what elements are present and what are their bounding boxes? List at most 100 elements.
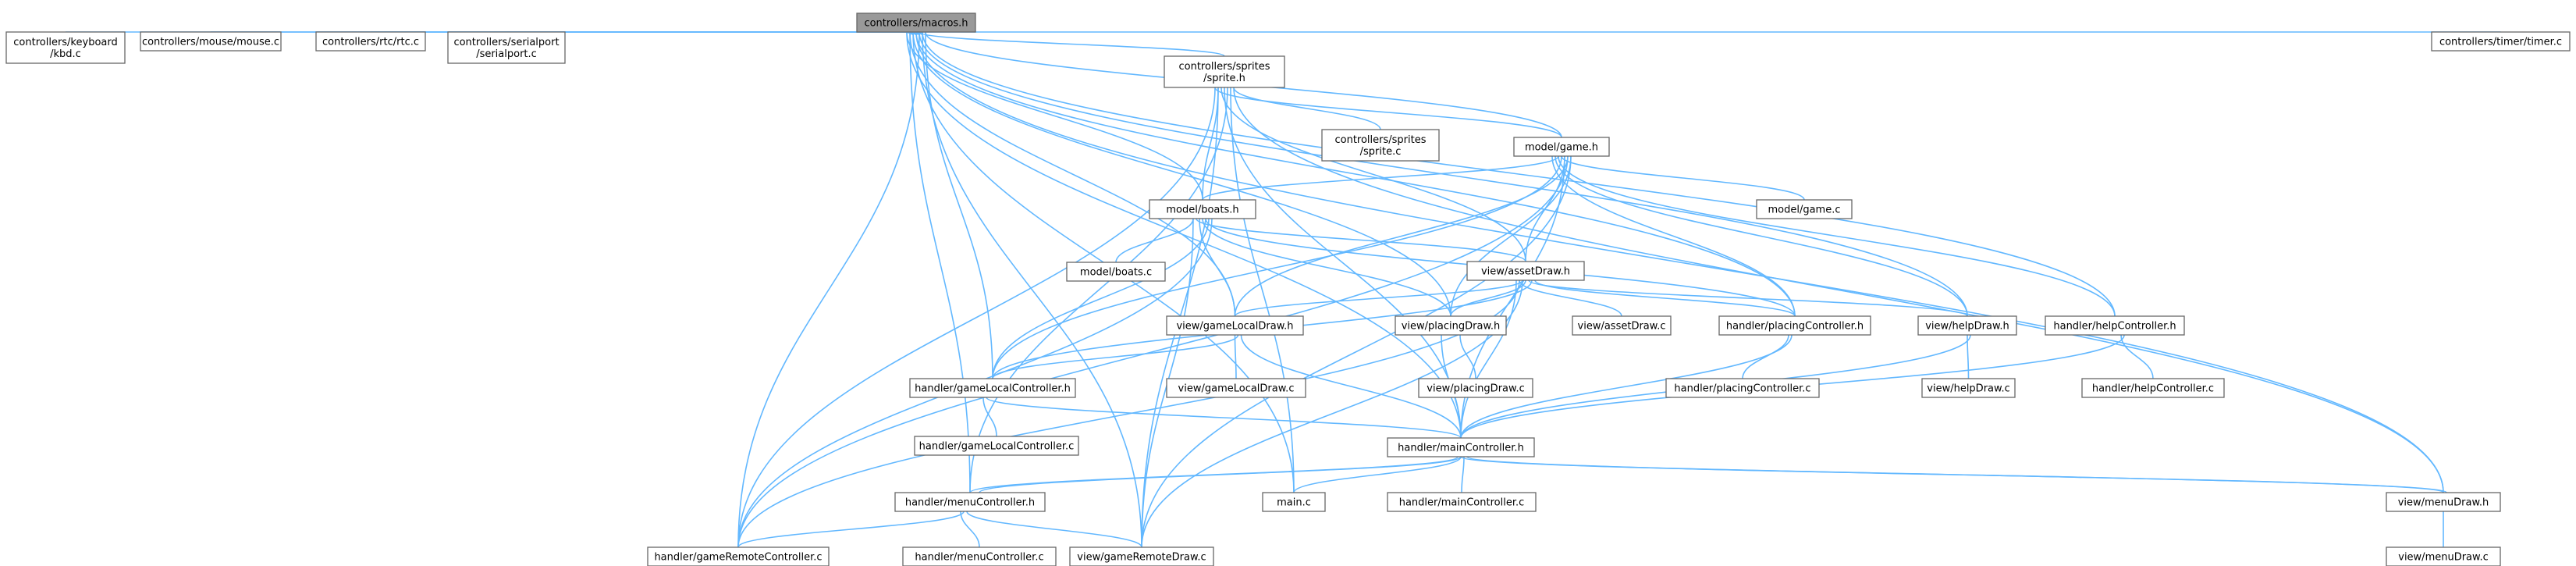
edge-placingDraw-h-to-placingDraw-c (1460, 335, 1476, 379)
file-node-main-c[interactable]: main.c (1262, 492, 1326, 512)
file-node-helpController-h[interactable]: handler/helpController.h (2045, 315, 2185, 336)
node-label: handler/gameLocalController.h (915, 383, 1071, 395)
node-box (1572, 315, 1672, 336)
node-label: handler/menuController.h (905, 497, 1035, 509)
file-node-boats-h[interactable]: model/boats.h (1149, 199, 1256, 219)
file-node-helpDraw-h[interactable]: view/helpDraw.h (1917, 315, 2017, 336)
node-box (1166, 315, 1304, 336)
edge-assetDraw-h-to-gameLocalDraw-h (1234, 280, 1523, 317)
file-node-helpController-c[interactable]: handler/helpController.c (2081, 378, 2225, 398)
file-node-sprite-h[interactable]: controllers/sprites/sprite.h (1164, 55, 1285, 88)
file-node-boats-c[interactable]: model/boats.c (1066, 262, 1166, 282)
file-node-gameLocalController-h[interactable]: handler/gameLocalController.h (909, 378, 1076, 398)
node-box (856, 12, 976, 33)
node-label: handler/gameRemoteController.c (654, 552, 822, 564)
file-node-gameLocalDraw-h[interactable]: view/gameLocalDraw.h (1166, 315, 1304, 336)
node-box (1262, 492, 1326, 512)
edge-sprite-h-to-menuController-h (969, 87, 1228, 493)
edge-placingController-h-to-placingController-c (1742, 335, 1789, 379)
node-label: /sprite.c (1360, 146, 1402, 158)
node-box (5, 31, 126, 64)
edge-mainController-h-to-mainController-c (1462, 457, 1464, 493)
node-box (2045, 315, 2185, 336)
node-box (2386, 546, 2501, 566)
file-node-mouse[interactable]: controllers/mouse/mouse.c (140, 31, 282, 52)
edge-game-h-to-placingDraw-h (1450, 156, 1571, 317)
edge-boats-h-to-assetDraw-h (1196, 219, 1526, 262)
node-box (1321, 129, 1440, 162)
file-node-gameLocalDraw-c[interactable]: view/gameLocalDraw.c (1166, 378, 1306, 398)
file-node-mainController-c[interactable]: handler/mainController.c (1387, 492, 1537, 512)
node-label: controllers/mouse/mouse.c (142, 37, 279, 48)
edge-game-h-to-gameRemoteDraw-c (1141, 156, 1571, 548)
node-label: model/boats.c (1080, 267, 1152, 279)
node-label: view/helpDraw.h (1925, 321, 2009, 333)
file-node-menuDraw-c[interactable]: view/menuDraw.c (2386, 546, 2501, 566)
node-label: handler/mainController.c (1399, 497, 1525, 509)
node-label: main.c (1277, 497, 1311, 509)
node-box (1513, 137, 1610, 157)
file-node-helpDraw-c[interactable]: view/helpDraw.c (1921, 378, 2016, 398)
edge-sprite-h-to-sprite-c (1234, 87, 1381, 130)
edge-sprite-h-to-game-h (1215, 87, 1562, 138)
file-node-game-c[interactable]: model/game.c (1756, 199, 1853, 219)
node-box (2386, 492, 2501, 512)
node-label: view/gameLocalDraw.c (1178, 383, 1295, 395)
file-node-gameLocalController-c[interactable]: handler/gameLocalController.c (914, 436, 1079, 456)
file-node-menuDraw-h[interactable]: view/menuDraw.h (2386, 492, 2501, 512)
edge-sprite-h-to-main-c (1231, 87, 1295, 493)
file-node-timer[interactable]: controllers/timer/timer.c (2431, 31, 2571, 52)
edge-game-h-to-placingController-h (1552, 156, 1796, 317)
edge-menuController-h-to-mainController-h (979, 456, 1462, 493)
node-label: handler/helpController.h (2053, 321, 2176, 333)
node-label: controllers/timer/timer.c (2439, 37, 2562, 48)
file-node-placingController-h[interactable]: handler/placingController.h (1718, 315, 1871, 336)
node-label: /kbd.c (50, 48, 81, 60)
file-node-placingDraw-h[interactable]: view/placingDraw.h (1395, 315, 1507, 336)
node-box (1069, 546, 1214, 566)
edge-boats-h-to-boats-c (1115, 219, 1193, 263)
file-node-assetDraw-c[interactable]: view/assetDraw.c (1572, 315, 1672, 336)
file-node-kbd[interactable]: controllers/keyboard/kbd.c (5, 31, 126, 64)
edge-game-h-to-game-c (1562, 156, 1805, 201)
node-label: handler/helpController.c (2092, 383, 2214, 395)
edge-gameLocalDraw-h-to-gameLocalController-h (992, 335, 1238, 379)
node-label: model/game.h (1525, 142, 1598, 154)
file-node-menuController-h[interactable]: handler/menuController.h (894, 492, 1046, 512)
node-label: model/boats.h (1166, 205, 1238, 216)
file-node-gameRemoteController-c[interactable]: handler/gameRemoteController.c (647, 546, 830, 566)
node-label: controllers/sprites (1178, 61, 1270, 73)
node-box (1149, 199, 1256, 219)
file-node-rtc[interactable]: controllers/rtc/rtc.c (315, 31, 426, 52)
file-node-sprite-c[interactable]: controllers/sprites/sprite.c (1321, 129, 1440, 162)
edge-menuController-h-to-menuController-c (961, 511, 980, 548)
file-node-gameRemoteDraw-c[interactable]: view/gameRemoteDraw.c (1069, 546, 1214, 566)
edge-macros-to-menuController-h (910, 32, 971, 493)
file-node-serialport[interactable]: controllers/serialport/serialport.c (447, 31, 566, 64)
file-node-placingController-c[interactable]: handler/placingController.c (1665, 378, 1820, 398)
file-node-assetDraw-h[interactable]: view/assetDraw.h (1466, 261, 1585, 281)
file-node-menuController-c[interactable]: handler/menuController.c (902, 546, 1057, 566)
node-label: model/game.c (1768, 205, 1840, 216)
node-box (1921, 378, 2016, 398)
file-node-game-h[interactable]: model/game.h (1513, 137, 1610, 157)
edge-helpController-h-to-helpController-c (2121, 335, 2154, 379)
edge-placingController-h-to-mainController-h (1460, 335, 1792, 439)
edge-helpDraw-h-to-helpDraw-c (1967, 335, 1969, 379)
edge-boats-h-to-gameLocalDraw-h (1199, 219, 1236, 317)
node-box (1387, 492, 1537, 512)
edge-menuController-h-to-gameRemoteDraw-c (967, 511, 1142, 548)
edge-sprite-h-to-menuDraw-h (1234, 87, 2444, 493)
node-label: view/placingDraw.c (1427, 383, 1524, 395)
node-box (2431, 31, 2571, 52)
file-node-macros[interactable]: controllers/macros.h (856, 12, 976, 33)
node-label: view/menuDraw.c (2398, 552, 2489, 564)
file-node-placingDraw-c[interactable]: view/placingDraw.c (1418, 378, 1533, 398)
edge-macros-to-gameLocalController-h (926, 32, 993, 379)
file-node-mainController-h[interactable]: handler/mainController.h (1387, 437, 1535, 457)
edge-gameLocalController-h-to-mainController-h (986, 397, 1462, 439)
node-label: view/placingDraw.h (1402, 321, 1501, 333)
edge-macros-to-menuDraw-h (916, 32, 2444, 493)
node-box (1418, 378, 1533, 398)
file-nodes: controllers/macros.h controllers/keyboard… (5, 12, 2571, 566)
